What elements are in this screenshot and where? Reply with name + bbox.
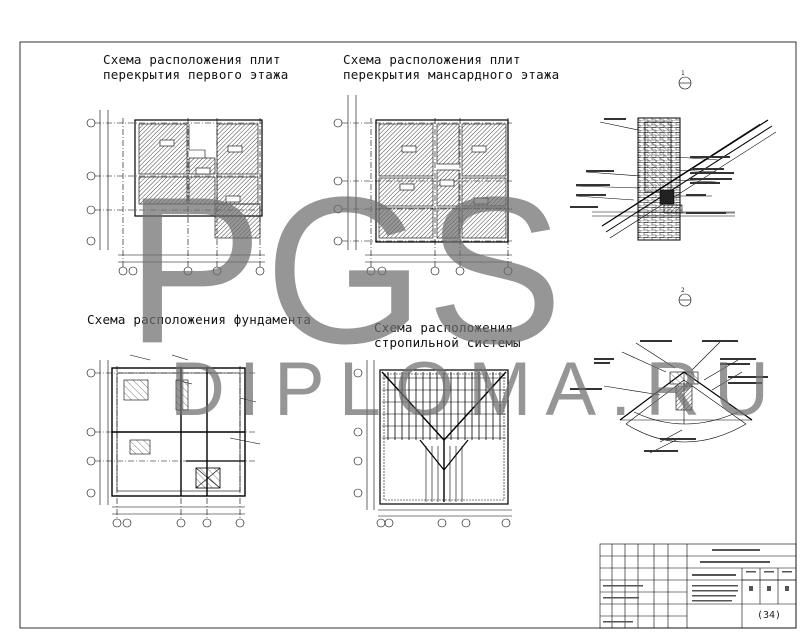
rafters-title-line1: Схема расположения xyxy=(374,320,514,335)
node2-marker: 2 xyxy=(681,287,685,294)
node1-detail xyxy=(575,76,777,241)
foundation-plan xyxy=(86,354,261,528)
floor1-slab-title: Схема расположения плит перекрытия перво… xyxy=(103,52,288,82)
floor1-title-line1: Схема расположения плит xyxy=(103,52,281,67)
rafter-line xyxy=(381,371,445,441)
rafters-title-line2: стропильной системы xyxy=(374,335,521,350)
attic-slab-title: Схема расположения плит перекрытия манса… xyxy=(343,52,559,82)
sheet-number: (34) xyxy=(757,610,782,621)
node1-marker: 1 xyxy=(681,70,685,77)
title-block-fine-text xyxy=(603,549,792,623)
attic-slab-plan xyxy=(333,95,513,276)
node2-leader-labels xyxy=(570,340,768,452)
rafter-line xyxy=(443,371,507,441)
node1-leader-labels xyxy=(570,118,734,214)
rafters-title: Схема расположения стропильной системы xyxy=(374,320,521,350)
foundation-title-line: Схема расположения фундамента xyxy=(87,312,312,327)
rafter-system-plan xyxy=(353,360,512,528)
foundation-title: Схема расположения фундамента xyxy=(87,312,311,327)
floor1-slab-plan xyxy=(86,110,265,276)
rafter-lines xyxy=(381,371,507,502)
attic-title-line2: перекрытия мансардного этажа xyxy=(343,67,560,82)
floor1-title-line2: перекрытия первого этажа xyxy=(103,67,289,82)
attic-title-line1: Схема расположения плит xyxy=(343,52,521,67)
node2-detail xyxy=(603,293,753,454)
sheet-frame xyxy=(19,41,797,629)
